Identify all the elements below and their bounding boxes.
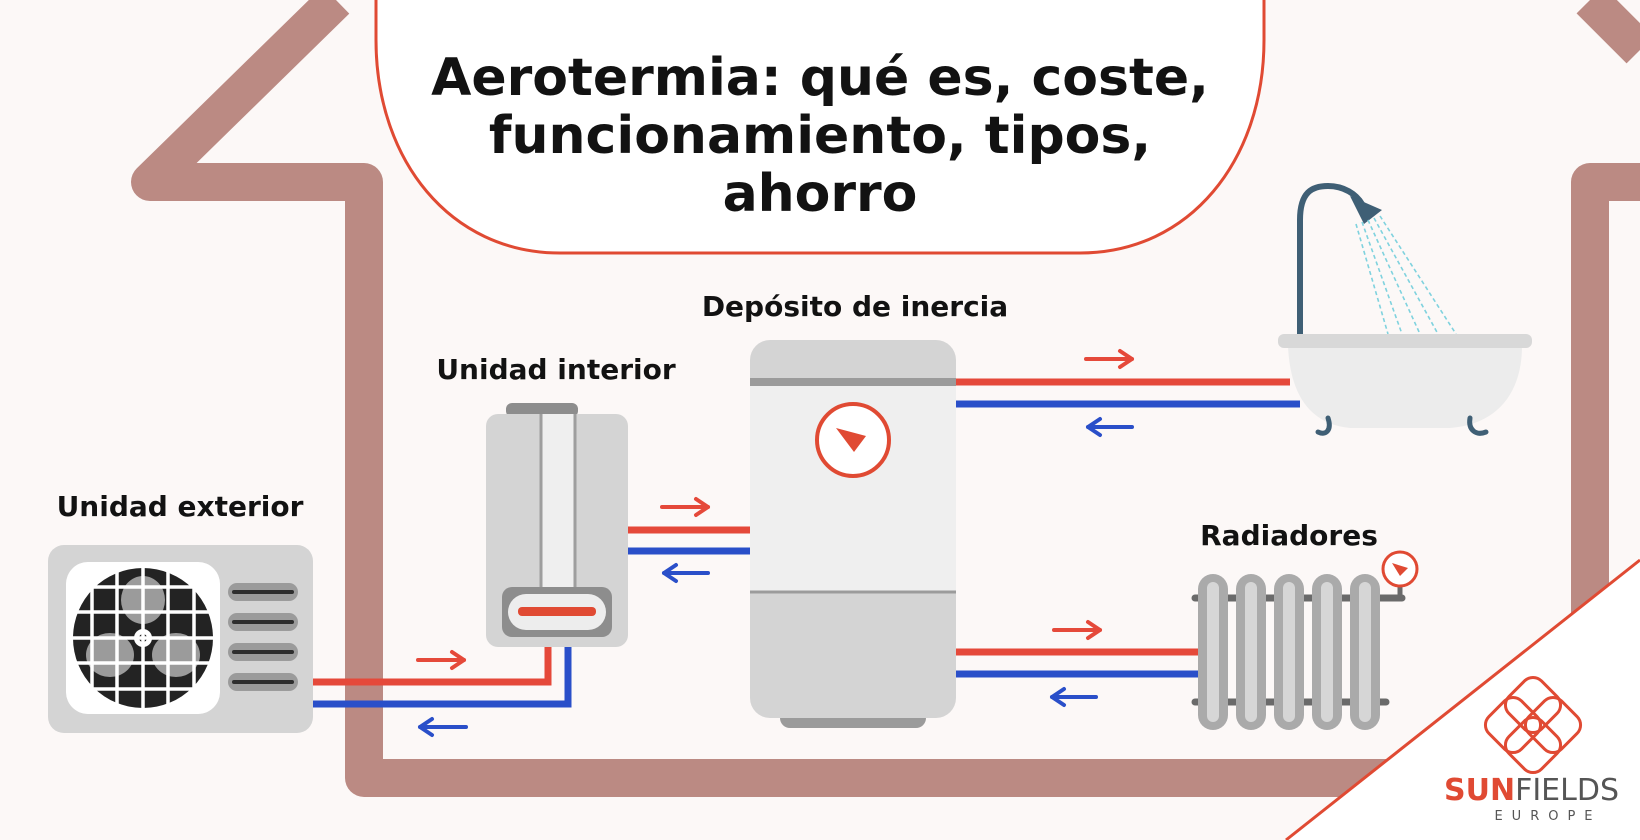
title-line-2: funcionamiento, tipos, — [489, 106, 1151, 166]
title-banner: Aerotermia: qué es, coste, funcionamient… — [374, 0, 1266, 255]
radiator-icon — [1191, 550, 1419, 730]
gauge-icon — [1381, 550, 1419, 588]
bathtub-icon — [1278, 334, 1532, 436]
pipes-tank-radiator — [955, 648, 1200, 678]
brand-name-light: FIELDS — [1515, 773, 1619, 808]
pipes-tank-bath — [955, 378, 1300, 408]
buffer-tank-icon — [750, 340, 956, 728]
brand-subtitle: EUROPE — [1494, 809, 1601, 824]
house-outline — [131, 0, 1640, 797]
gauge-icon — [815, 402, 891, 478]
shower-icon — [1297, 182, 1457, 338]
arrow-left-icon — [1050, 687, 1098, 707]
arrow-right-icon — [660, 497, 710, 517]
sunfields-logo-icon — [1483, 675, 1583, 775]
outdoor-unit-label: Unidad exterior — [57, 490, 304, 523]
arrow-right-icon — [1052, 620, 1102, 640]
outdoor-unit-icon — [48, 545, 313, 733]
pipes-outdoor-indoor — [312, 646, 572, 708]
buffer-tank-label: Depósito de inercia — [702, 290, 1008, 323]
arrow-left-icon — [662, 563, 710, 583]
arrow-right-icon — [1084, 349, 1134, 369]
brand-corner: SUNFIELDS EUROPE — [1285, 558, 1640, 840]
arrow-left-icon — [1086, 417, 1134, 437]
brand-name-bold: SUN — [1444, 773, 1515, 808]
pipes-indoor-tank — [626, 526, 752, 555]
indoor-unit-label: Unidad interior — [436, 353, 676, 386]
title-line-1: Aerotermia: qué es, coste, — [431, 48, 1209, 108]
title-line-3: ahorro — [723, 164, 918, 224]
brand-name: SUNFIELDS — [1444, 773, 1619, 808]
indoor-unit-icon — [486, 403, 628, 647]
arrow-right-icon — [416, 650, 466, 670]
radiators-label: Radiadores — [1200, 519, 1378, 552]
arrow-left-icon — [418, 717, 468, 737]
